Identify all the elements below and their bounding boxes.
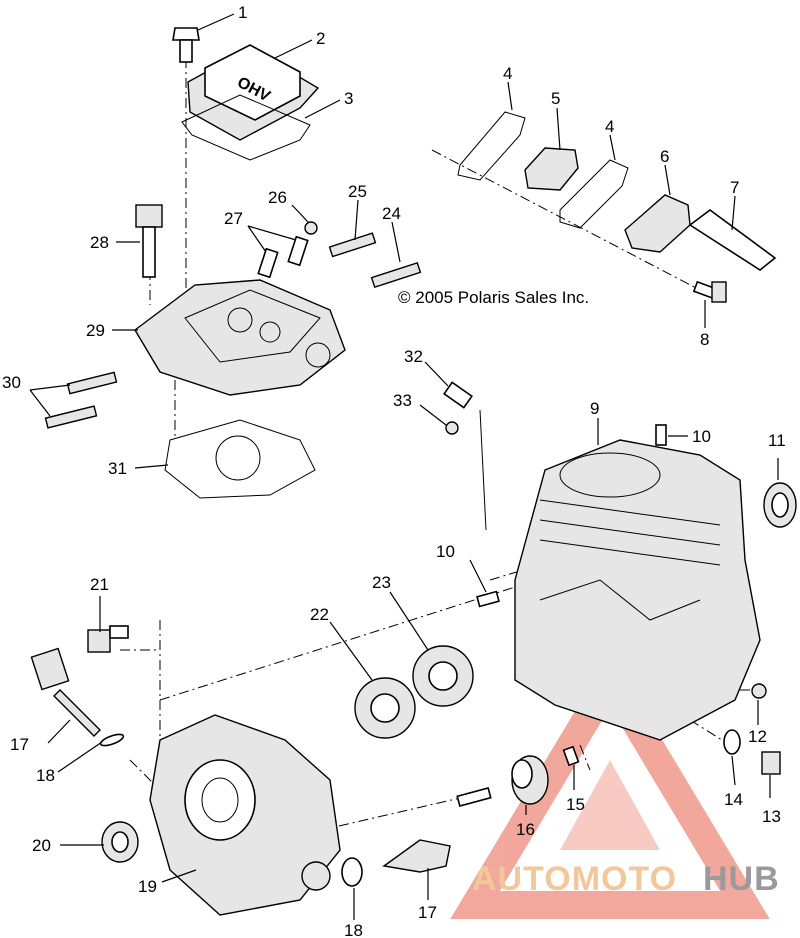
part-nut-26 <box>304 221 318 235</box>
part-washer-14 <box>723 729 741 755</box>
part-head-gasket <box>164 419 316 499</box>
callout-29: 29 <box>86 321 105 340</box>
part-oil-seal-20 <box>101 821 139 863</box>
callout-17a: 17 <box>10 735 29 754</box>
callout-17b: 17 <box>418 903 437 922</box>
part-bolt-28 <box>135 204 163 278</box>
callout-8: 8 <box>700 330 709 349</box>
callout-19: 19 <box>138 877 157 896</box>
callout-10a: 10 <box>692 427 711 446</box>
part-crankcase <box>514 439 761 741</box>
callout-25: 25 <box>348 182 367 201</box>
callout-22: 22 <box>310 605 329 624</box>
part-fitting-32 <box>443 381 473 409</box>
part-breather-fitting <box>456 787 492 807</box>
watermark-text-part1: AUTOMOTO <box>472 860 677 898</box>
callout-9: 9 <box>590 399 599 418</box>
callout-13: 13 <box>762 807 781 826</box>
part-intake-manifold <box>624 194 691 253</box>
part-cylinder-head <box>134 279 346 396</box>
callout-7: 7 <box>730 178 739 197</box>
part-bearing-23 <box>412 645 474 707</box>
callout-10b: 10 <box>436 542 455 561</box>
part-gear-16 <box>511 755 549 805</box>
callout-33: 33 <box>393 391 412 410</box>
callout-28: 28 <box>90 233 109 252</box>
watermark-text: AUTOMOTO HUB <box>472 860 780 898</box>
callout-16: 16 <box>516 820 535 839</box>
part-o-ring-18b <box>341 857 363 887</box>
callout-27: 27 <box>224 209 243 228</box>
part-dipstick-17a <box>30 647 101 737</box>
part-pin-15 <box>562 745 580 767</box>
callout-3: 3 <box>344 89 353 108</box>
callout-6: 6 <box>660 147 669 166</box>
callout-24: 24 <box>382 204 401 223</box>
callout-21: 21 <box>90 575 109 594</box>
callout-1: 1 <box>238 3 247 22</box>
part-dowel-10a <box>655 424 667 446</box>
part-drain-bolt-13 <box>761 751 781 775</box>
part-stud-24 <box>370 261 422 289</box>
part-dipstick-17b <box>382 839 451 873</box>
callout-5: 5 <box>551 89 560 108</box>
callout-2: 2 <box>316 29 325 48</box>
callout-23: 23 <box>372 573 391 592</box>
part-nut-33 <box>445 421 459 435</box>
part-stud-25 <box>328 232 377 258</box>
callout-32: 32 <box>404 347 423 366</box>
callout-20: 20 <box>32 836 51 855</box>
part-bolt-8 <box>692 280 727 303</box>
callout-4a: 4 <box>503 64 512 83</box>
part-plug-12 <box>751 683 767 699</box>
part-insulator <box>524 147 579 191</box>
callout-15: 15 <box>566 795 585 814</box>
part-pins-27 <box>257 235 309 279</box>
part-valve-cover: OHV <box>187 44 320 141</box>
callout-12: 12 <box>748 727 767 746</box>
callout-14: 14 <box>724 790 743 809</box>
part-plug-21 <box>87 625 129 653</box>
leader-lines <box>29 13 779 920</box>
callout-4b: 4 <box>605 117 614 136</box>
part-bearing-22 <box>354 677 416 739</box>
part-tube <box>688 209 777 271</box>
part-intake-gasket-b <box>559 159 629 229</box>
callout-30: 30 <box>2 373 21 392</box>
part-intake-gasket-a <box>457 111 526 181</box>
part-studs-30 <box>44 371 118 429</box>
callout-31: 31 <box>108 459 127 478</box>
callout-labels: 1 2 3 4 5 4 6 7 8 9 10 10 11 12 13 14 15… <box>2 3 786 938</box>
callout-18a: 18 <box>36 766 55 785</box>
part-dowel-10b <box>476 590 500 608</box>
callout-26: 26 <box>268 188 287 207</box>
watermark-text-part2: HUB <box>703 860 780 898</box>
callout-18b: 18 <box>344 921 363 938</box>
callout-11: 11 <box>768 431 786 450</box>
part-cover-gasket <box>181 94 311 161</box>
part-o-ring-18a <box>99 733 125 747</box>
part-oil-seal-11 <box>763 482 797 528</box>
copyright-notice: © 2005 Polaris Sales Inc. <box>398 288 589 307</box>
part-crankcase-cover <box>149 714 341 916</box>
part-bolt-1 <box>172 27 200 63</box>
